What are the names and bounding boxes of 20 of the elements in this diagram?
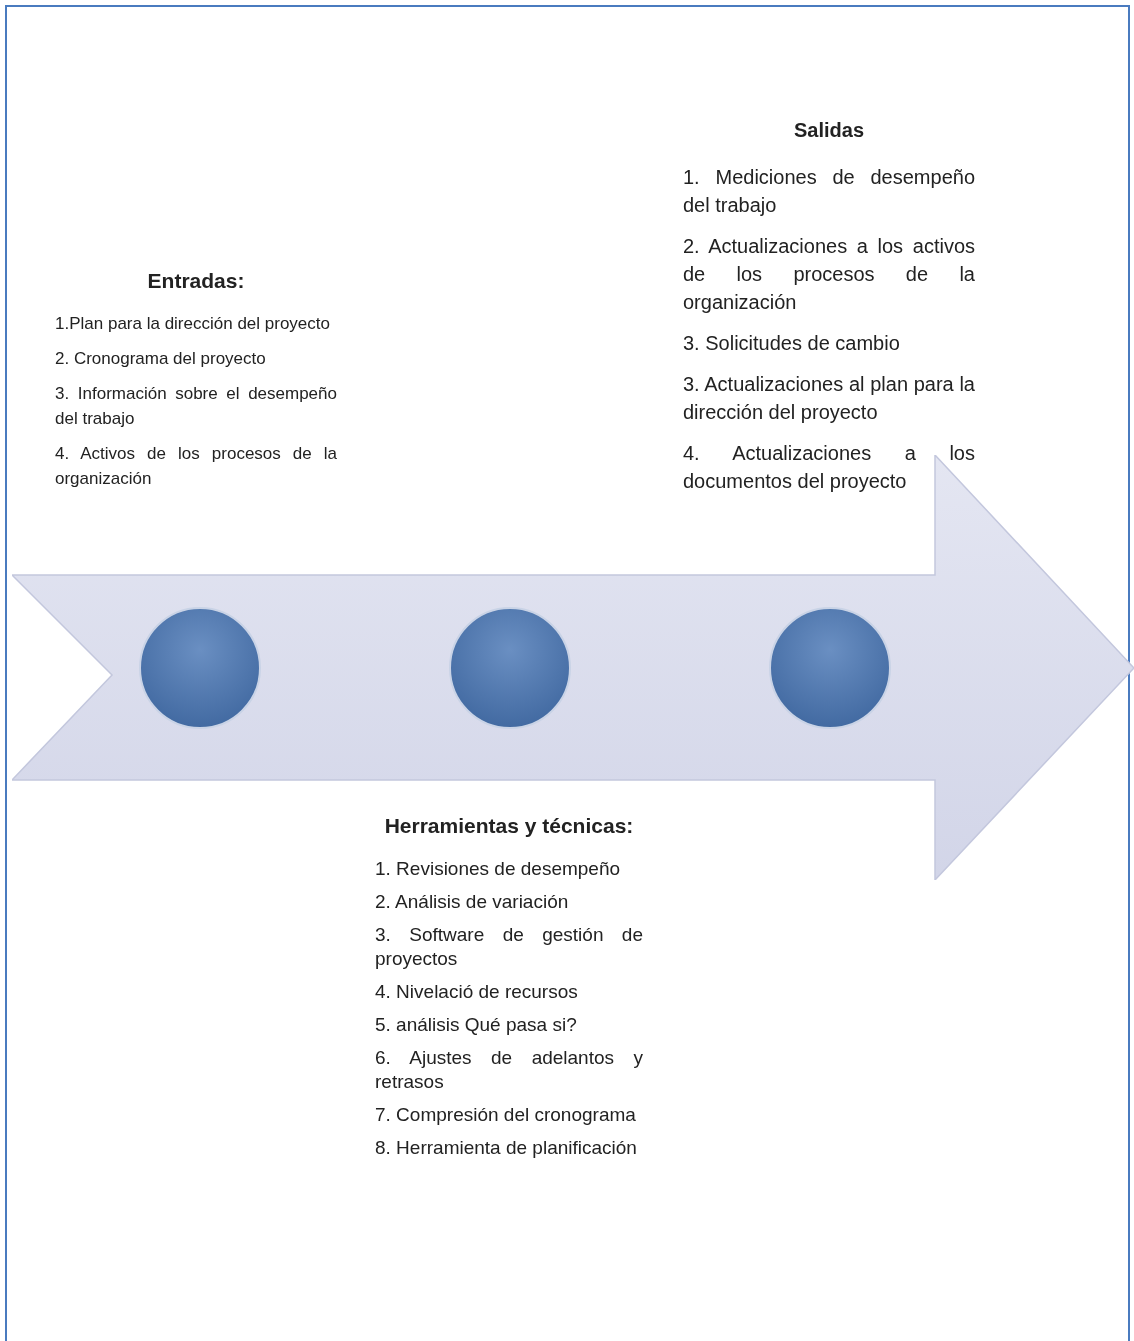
list-item: 1. Mediciones de desempeño del trabajo (683, 165, 975, 218)
list-item: 7. Compresión del cronograma (375, 1103, 637, 1127)
section-heading: Herramientas y técnicas: (383, 813, 635, 838)
list-item: 2. Cronograma del proyecto (55, 348, 267, 370)
list-item: 2. Actualizaciones a los activos de los procesos de la organización (683, 234, 975, 315)
list-item: 1.Plan para la dirección del proyecto (55, 313, 331, 335)
list-item: 4. Actualizaciones a los documentos del proyecto (683, 441, 975, 494)
list-item: 4. Nivelació de recursos (375, 980, 579, 1004)
section-heading: Salidas (792, 118, 865, 143)
list-item: 2. Análisis de variación (375, 890, 570, 914)
list-item: 3. Solicitudes de cambio (683, 331, 901, 356)
list-item: 6. Ajustes de adelantos y retrasos (375, 1046, 643, 1094)
list-item: 3. Información sobre el desempeño del trabajo (55, 383, 337, 430)
list-item: 3. Software de gestión de proyectos (375, 923, 643, 971)
list-item: 4. Activos de los procesos de la organización (55, 443, 337, 490)
list-item: 1. Revisiones de desempeño (375, 857, 622, 881)
section-heading: Entradas: (146, 268, 246, 293)
list-item: 3. Actualizaciones al plan para la dirección del proyecto (683, 372, 975, 425)
list-item: 5. análisis Qué pasa si? (375, 1013, 578, 1037)
list-item: 8. Herramienta de planificación (375, 1136, 638, 1160)
